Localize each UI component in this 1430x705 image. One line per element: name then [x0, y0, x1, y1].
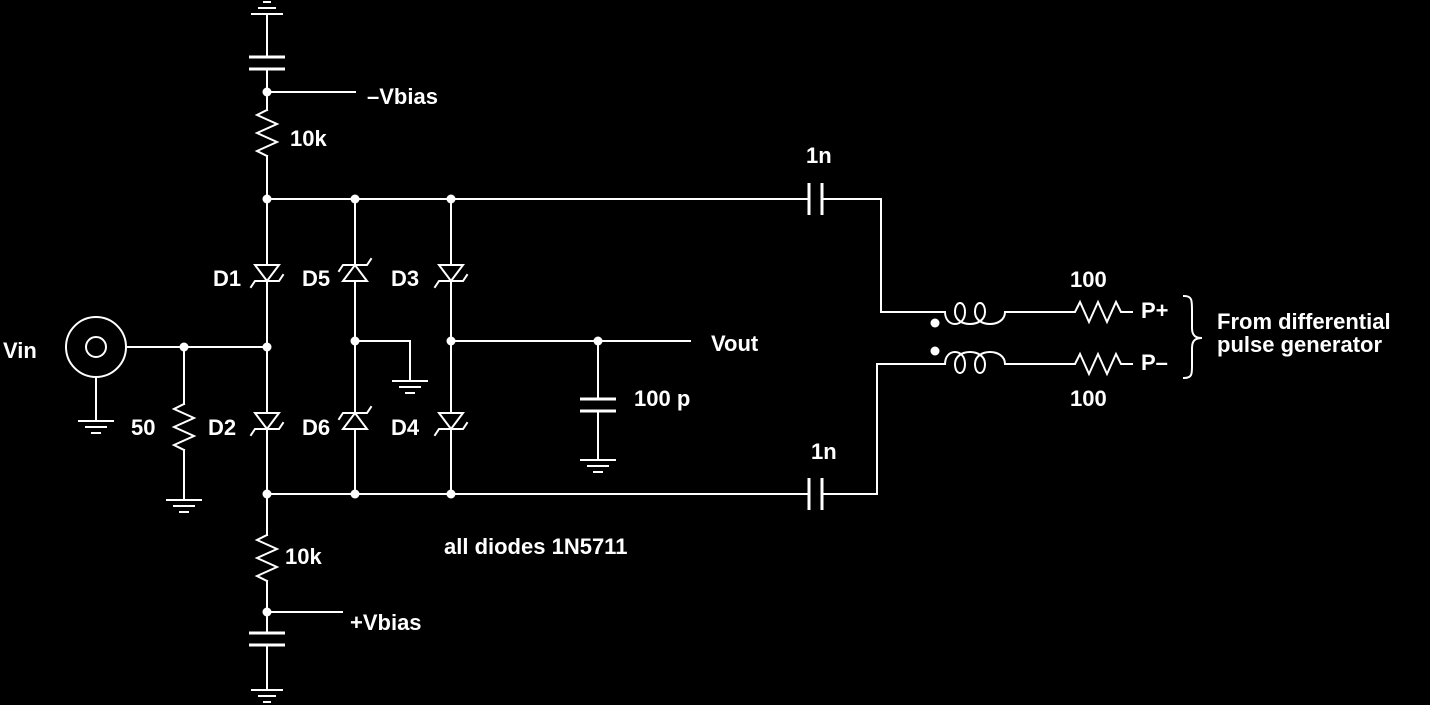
resistor-10k-top [254, 108, 280, 158]
top-ground-symbol [251, 1, 283, 57]
diode-d5 [337, 257, 373, 282]
resistor-50 [171, 402, 197, 452]
diode-d1 [249, 264, 285, 289]
resistor-100-p-plus [1057, 299, 1133, 325]
capacitor-1n-bottom [807, 478, 824, 510]
label-source-line2: pulse generator [1217, 332, 1382, 357]
resistor-100-p-minus [1057, 351, 1133, 377]
label-source-line1: From differential [1217, 309, 1391, 334]
transformer-coil-top [943, 302, 1059, 325]
label-pos-vbias: +Vbias [350, 610, 422, 635]
label-p-minus: P– [1141, 350, 1168, 375]
label-r-input: 50 [131, 415, 155, 440]
label-d5: D5 [302, 266, 330, 291]
cout-ground-symbol [580, 459, 616, 473]
label-r-p-plus: 100 [1070, 267, 1107, 292]
capacitor-1n-top [807, 183, 824, 215]
junction-neg-vbias [262, 87, 272, 97]
label-vout: Vout [711, 331, 759, 356]
top-bypass-capacitor [249, 55, 285, 71]
label-d4: D4 [391, 415, 420, 440]
label-neg-vbias: –Vbias [367, 84, 438, 109]
label-note: all diodes 1N5711 [444, 534, 627, 559]
label-r-top: 10k [290, 126, 327, 151]
label-c-bottom: 1n [811, 439, 837, 464]
diode-d2 [249, 412, 285, 437]
capacitor-100p [580, 397, 616, 413]
diode-d3 [433, 264, 469, 289]
bottom-bypass-capacitor [249, 631, 285, 647]
coax-ground-symbol [78, 420, 114, 434]
label-d6: D6 [302, 415, 330, 440]
label-c-top: 1n [806, 143, 832, 168]
transformer-dot-bottom [930, 346, 940, 356]
junction-pos-vbias [262, 607, 272, 617]
label-d1: D1 [213, 266, 241, 291]
r50-ground-symbol [166, 499, 202, 513]
label-p-plus: P+ [1141, 298, 1169, 323]
brace-icon [1182, 294, 1203, 380]
label-vin: Vin [3, 338, 37, 363]
transformer-coil-bottom [943, 351, 1059, 374]
wire-d5-ground [354, 340, 411, 381]
label-d2: D2 [208, 415, 236, 440]
coax-connector-icon [65, 316, 127, 378]
label-r-bottom: 10k [285, 544, 322, 569]
resistor-10k-bottom [254, 533, 280, 583]
label-d3: D3 [391, 266, 419, 291]
label-c-out: 100 p [634, 386, 690, 411]
bottom-ground-symbol [251, 689, 283, 703]
mid-ground-symbol [392, 380, 428, 394]
transformer-dot-top [930, 318, 940, 328]
diode-d4 [433, 412, 469, 437]
label-r-p-minus: 100 [1070, 386, 1107, 411]
wire-cap-bottom-to-transformer [822, 363, 946, 495]
diode-d6 [337, 405, 373, 430]
wire-cap-top-to-transformer [822, 198, 946, 313]
